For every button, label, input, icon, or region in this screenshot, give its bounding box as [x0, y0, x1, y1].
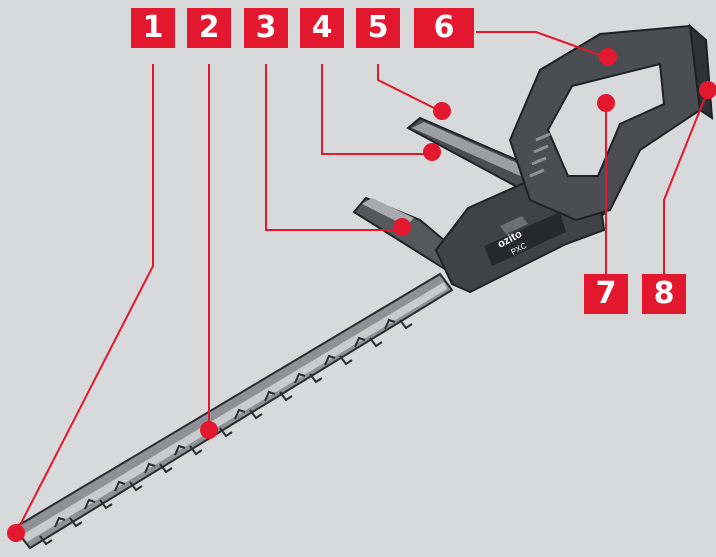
- leader-lines: [15, 31, 709, 534]
- leader-line-5: [377, 64, 443, 113]
- callout-dot-1: [7, 524, 25, 542]
- callout-badge-3: 3: [244, 8, 288, 48]
- leader-line-3: [265, 64, 402, 231]
- leader-line-4: [321, 64, 432, 155]
- callout-badge-1: 1: [131, 8, 175, 48]
- callout-badge-2: 2: [187, 8, 231, 48]
- leader-line-6: [476, 31, 609, 59]
- callout-badge-5: 5: [356, 8, 400, 48]
- leader-line-1: [15, 64, 154, 534]
- callout-dot-3: [393, 218, 411, 236]
- callout-badge-7: 7: [584, 274, 628, 314]
- callout-dot-5: [433, 102, 451, 120]
- callout-dot-6: [599, 48, 617, 66]
- callout-dot-2: [200, 421, 218, 439]
- callout-dot-8: [699, 81, 716, 99]
- callout-badge-6: 6: [414, 8, 474, 48]
- callout-badge-8: 8: [642, 274, 686, 314]
- leader-line-8: [663, 89, 709, 274]
- callout-dot-7: [597, 94, 615, 112]
- callout-badge-4: 4: [300, 8, 344, 48]
- callout-dots: [7, 48, 716, 542]
- callout-dot-4: [423, 143, 441, 161]
- blade: [12, 272, 454, 550]
